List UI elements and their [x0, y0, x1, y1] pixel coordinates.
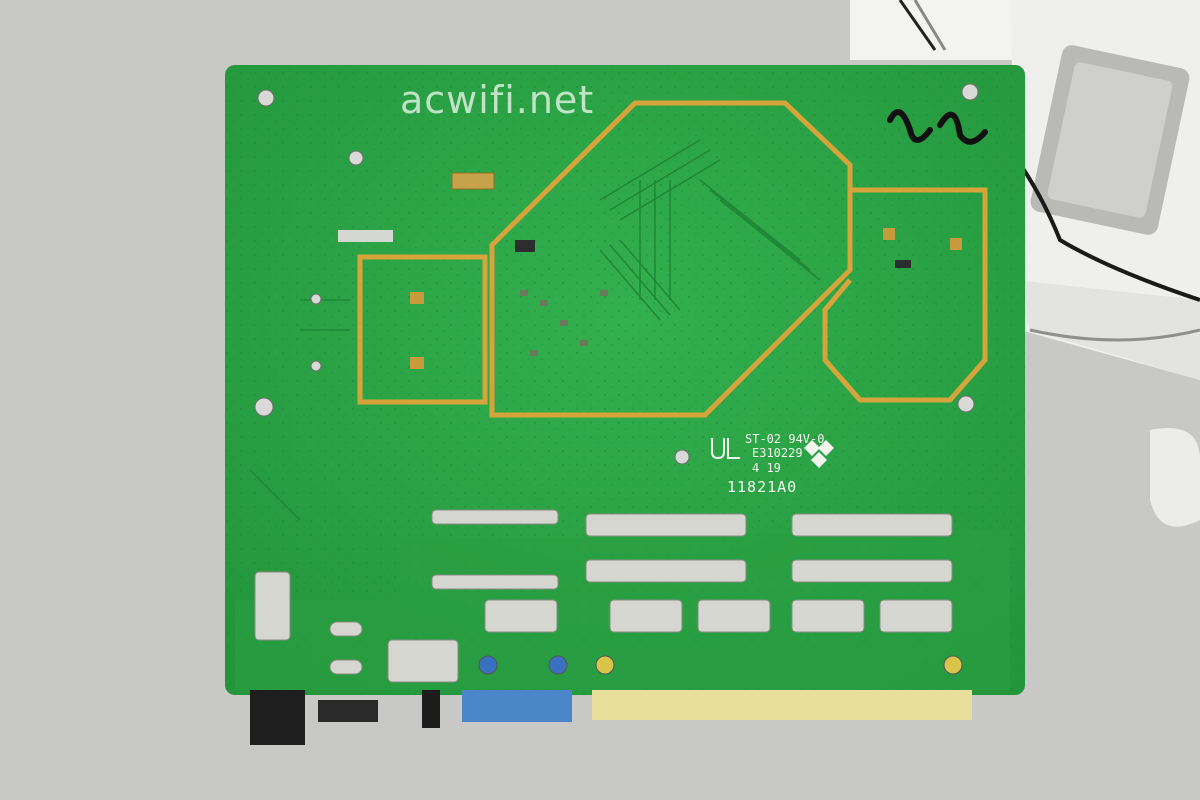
lan-ports	[592, 690, 972, 720]
mounting-holes	[254, 83, 979, 465]
usb-port	[318, 700, 378, 722]
silkscreen-file-number: E310229	[752, 446, 803, 460]
shield-outlines	[357, 100, 988, 418]
pad-row	[338, 230, 393, 242]
smd-components	[410, 228, 962, 369]
watermark: acwifi.net	[400, 78, 595, 122]
recycle-mark	[804, 440, 834, 468]
solder-pin-rows	[254, 509, 953, 683]
button-switch	[422, 690, 440, 728]
ports	[250, 690, 972, 745]
screws	[478, 655, 963, 675]
silkscreen-rating: ST-02 94V-0	[745, 432, 825, 446]
router-shell	[850, 0, 1200, 527]
silkscreen-board-code: 11821A0	[727, 478, 798, 496]
ul-logo	[711, 438, 740, 460]
pin-header	[451, 172, 495, 190]
wan-port	[462, 690, 572, 722]
marker-scribble	[887, 109, 988, 145]
power-jack	[250, 690, 305, 745]
silkscreen-date-code: 4 19	[752, 461, 781, 475]
traces	[249, 139, 821, 521]
